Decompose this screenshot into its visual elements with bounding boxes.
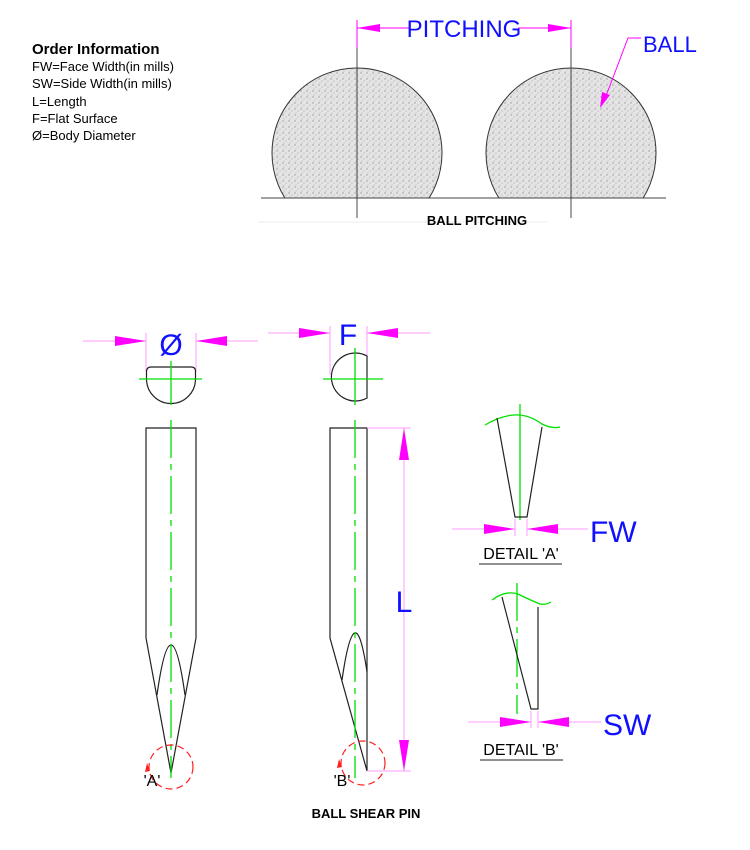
pitching-label: PITCHING	[407, 16, 522, 43]
order-info-line: Ø=Body Diameter	[32, 128, 136, 143]
order-info-line: FW=Face Width(in mills)	[32, 59, 174, 74]
ball-leader: BALL	[600, 32, 697, 108]
diameter-label: Ø	[159, 329, 182, 362]
order-information: Order Information FW=Face Width(in mills…	[32, 41, 174, 143]
order-info-line: L=Length	[32, 94, 87, 109]
shear-pin-side: F 'B' L	[268, 319, 430, 790]
ball-shear-pin-caption: BALL SHEAR PIN	[312, 806, 421, 821]
length-label: L	[396, 586, 413, 619]
detail-a: FW DETAIL 'A'	[452, 404, 637, 565]
pin-body-front	[145, 427, 197, 774]
pin-cross-section-round	[145, 366, 197, 405]
pin-cross-section-flat	[330, 352, 368, 402]
detail-b-title: DETAIL 'B'	[483, 742, 558, 759]
ball-label: BALL	[643, 32, 697, 57]
length-dimension: L	[367, 427, 413, 772]
fw-label: FW	[590, 516, 637, 549]
shear-pin-front: Ø 'A'	[83, 329, 258, 790]
order-info-line: F=Flat Surface	[32, 111, 118, 126]
detail-b-tip	[501, 596, 539, 710]
flat-label: F	[339, 319, 357, 352]
pin-body-side	[329, 427, 368, 772]
ball-pitching-view: PITCHING BALL BALL PITCHING	[258, 16, 697, 228]
pitching-dimension: PITCHING	[357, 16, 571, 43]
detail-b: SW DETAIL 'B'	[468, 583, 652, 761]
detail-a-title: DETAIL 'A'	[483, 546, 558, 563]
detail-a-circle	[148, 744, 194, 790]
sw-label: SW	[603, 709, 652, 742]
detail-b-marker: 'B'	[334, 773, 351, 790]
order-info-title: Order Information	[32, 41, 160, 58]
detail-a-tip	[496, 417, 543, 518]
detail-b-circle	[340, 740, 386, 786]
order-info-line: SW=Side Width(in mills)	[32, 76, 172, 91]
detail-a-marker: 'A'	[144, 773, 161, 790]
ball-pitching-caption: BALL PITCHING	[427, 213, 527, 228]
